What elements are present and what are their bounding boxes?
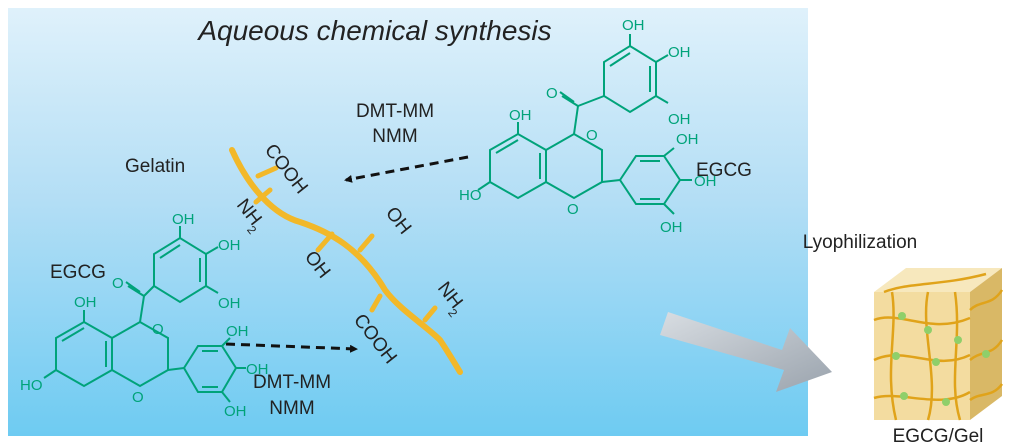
nh-text: NH (433, 278, 466, 313)
egcg-left-oh-g: OH (224, 403, 247, 420)
egcg-top-ho: HO (459, 187, 482, 204)
egcg-left-label: EGCG (50, 262, 106, 283)
reagent-top-1: DMT-MM (356, 101, 434, 122)
egcg-left-o-b: O (152, 321, 164, 338)
oh-branch-1 (315, 231, 335, 253)
egcg-top-o-b: O (586, 127, 598, 144)
cooh-branch-2 (369, 293, 383, 313)
gelatin-chain (229, 147, 463, 375)
oh-label-1: OH (300, 247, 334, 282)
nh2-branch-1 (253, 187, 273, 205)
egcg-left-o-c: O (132, 389, 144, 406)
nh2-label-2: NH 2 (433, 278, 466, 320)
reaction-arrow-top (344, 155, 469, 183)
nh2-branch-2 (422, 305, 438, 323)
reagent-top-2: NMM (372, 126, 417, 147)
crosslink-dot (942, 398, 950, 406)
crosslink-dot (900, 392, 908, 400)
egcg-top-oh-a: OH (622, 17, 645, 34)
oh-branch-2 (357, 233, 375, 253)
egcg-left-oh-e: OH (226, 323, 249, 340)
egcg-top-oh-b: OH (668, 44, 691, 61)
oh-label-2: OH (381, 203, 415, 238)
reaction-arrow-bottom (225, 342, 358, 353)
crosslink-dot (982, 350, 990, 358)
egcg-left-o-a: O (112, 275, 124, 292)
egcg-top-oh-e: OH (676, 131, 699, 148)
egcg-structure-top (477, 34, 692, 215)
egcg-left-oh-b: OH (218, 237, 241, 254)
egcg-top-o-a: O (546, 85, 558, 102)
product-label: EGCG/Gel (893, 426, 984, 447)
synthesis-panel (8, 8, 808, 436)
egcg-left-ho: HO (20, 377, 43, 394)
reagent-bottom-2: NMM (269, 398, 314, 419)
crosslink-dot (932, 358, 940, 366)
egcg-top-o-c: O (567, 201, 579, 218)
scheme-title: Aqueous chemical synthesis (196, 15, 551, 46)
cooh-branch-1 (255, 165, 279, 179)
gelatin-label: Gelatin (125, 156, 185, 177)
egcg-top-oh-c: OH (668, 111, 691, 128)
egcg-structure-left (43, 226, 246, 403)
crosslink-dot (898, 312, 906, 320)
egcg-top-oh-f: OH (694, 173, 717, 190)
egcg-top-oh-d: OH (509, 107, 532, 124)
process-arrow (660, 312, 832, 392)
lyophilization-label: Lyophilization (803, 232, 917, 253)
reagent-bottom-1: DMT-MM (253, 372, 331, 393)
egcg-top-label: EGCG (696, 160, 752, 181)
crosslink-dot (924, 326, 932, 334)
egcg-left-oh-c: OH (218, 295, 241, 312)
crosslink-dot (892, 352, 900, 360)
egcg-left-oh-d: OH (74, 294, 97, 311)
cooh-label-2: COOH (349, 310, 401, 368)
egcg-left-oh-a: OH (172, 211, 195, 228)
product-cube (873, 268, 1004, 421)
egcg-top-oh-g: OH (660, 219, 683, 236)
egcg-left-oh-f: OH (246, 361, 269, 378)
crosslink-dot (954, 336, 962, 344)
